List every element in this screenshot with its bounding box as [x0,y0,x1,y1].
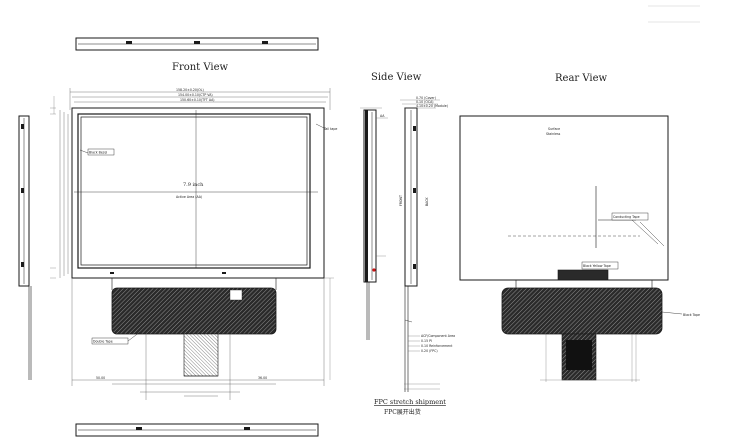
rear-surface: Surface [548,127,560,131]
back-label: BACK [425,196,429,206]
rear-panel [459,115,669,281]
side-note-0: ACF/Component Area [421,334,455,338]
side-note-1: 0.15 PI [421,339,432,343]
active-area [80,116,308,266]
black-bezel [77,113,311,269]
side-view-title: Side View [371,72,422,83]
side-dim-3: 4.10±0.20 (Module) [416,104,448,108]
rear-back-tape: Black Yellow Tape [583,264,611,268]
side-dim-2: 0.10 (OCA) [416,100,434,104]
fpc-tail [183,333,219,377]
rear-surface-sub: Stainless [546,132,561,136]
rear-view-title: Rear View [555,73,608,84]
front-view-title: Front View [172,62,229,73]
double-tape-label: Double Tape [93,340,113,344]
left-edge-view [18,115,32,380]
title-block-mark [648,5,700,23]
cover-glass [71,107,325,279]
rear-view: Surface Stainless Conducting Tape Black … [459,115,700,382]
dim-bottom: 50.00 [96,376,105,380]
dim-top-1: 158.20±0.20(OL) [176,88,204,92]
dim-top-2: 154.00±0.10(CTP VA) [178,93,213,97]
dim-bottom-2: 36.00 [258,376,267,380]
size-text: 7.9 inch [183,182,204,188]
side-front-note: AA [380,114,385,118]
side-view: AA FRONT BACK 0.70 (Cover) 0.10 (OCA) 4.… [360,96,455,416]
top-edge-view [75,37,319,51]
bezel-label: Black Bezel [89,151,107,155]
side-note-3: 0.20 (FPC) [421,349,438,353]
size-sub: Active Area (AA) [176,195,202,199]
front-view: 158.20±0.20(OL) 154.00±0.10(CTP VA) 150.… [50,88,337,400]
rear-tape-label: Conducting Tape [613,215,640,219]
dim-top-3: 150.60±0.10(TFT AA) [180,98,215,102]
side-note-2: 0.10 Reinforcement [421,344,453,348]
rear-note-right: Black Tape [683,313,700,317]
fpc-main [111,287,277,335]
fpc-stretch-label: FPC stretch shipment [374,398,446,406]
bottom-edge-view [75,423,319,437]
tail-tape-label: Tail tape [323,127,337,131]
fpc-stretch-cn: FPC展开出货 [384,408,421,416]
rear-fpc-main [501,287,663,335]
side-dim-1: 0.70 (Cover) [416,96,436,100]
front-label: FRONT [399,195,403,206]
